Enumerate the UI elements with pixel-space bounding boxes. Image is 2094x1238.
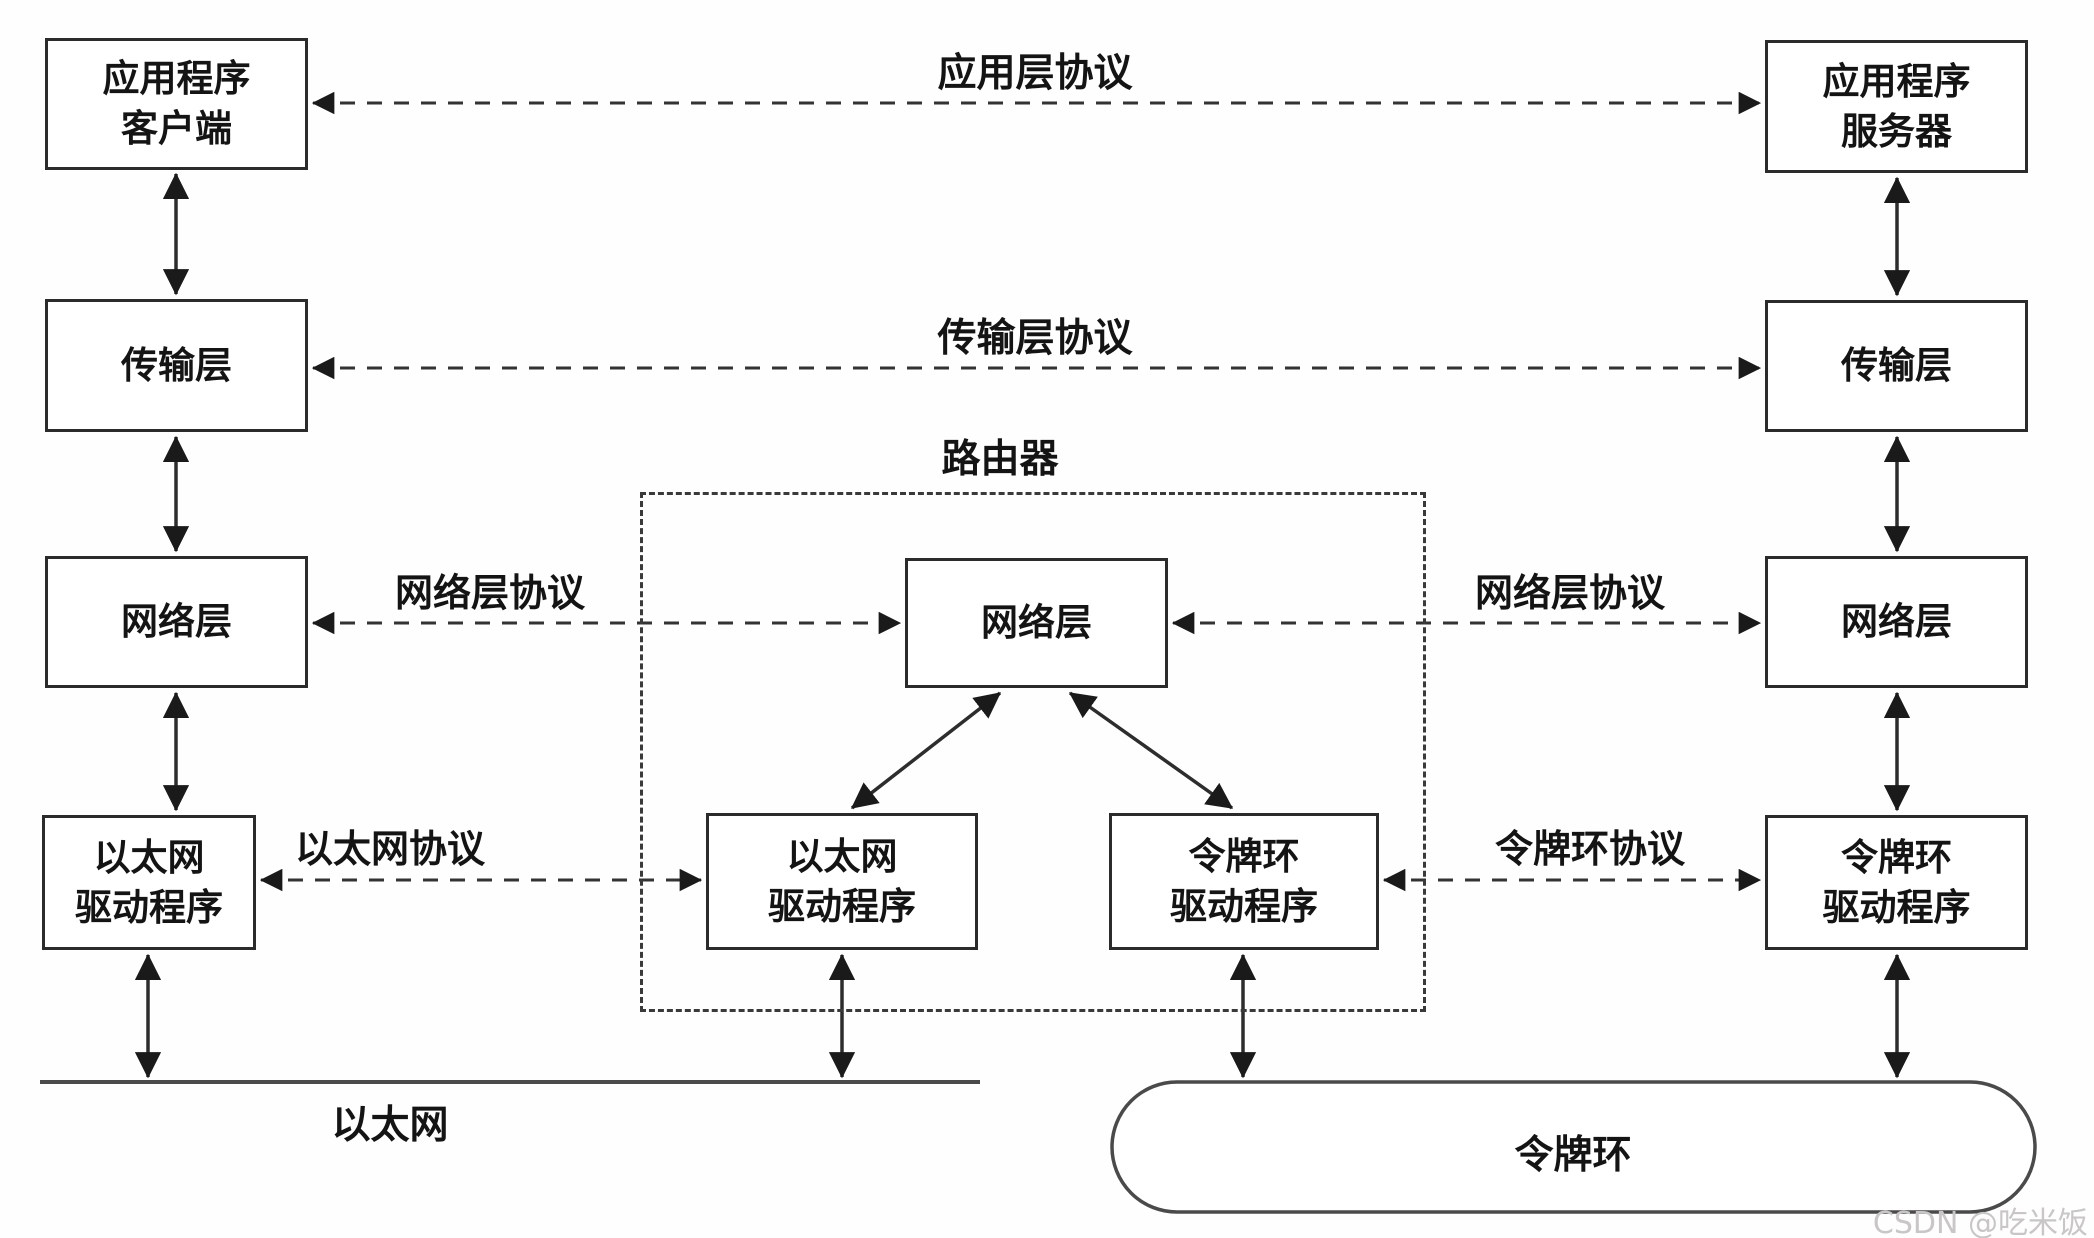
box-network-left: 网络层 [45,556,308,688]
label-tokenring-protocol: 令牌环协议 [1494,827,1686,871]
label-ethernet-network: 以太网 [331,1103,449,1148]
arrow-m3-m4b [1068,691,1234,810]
box-tokenring-driver-right: 令牌环 驱动程序 [1765,815,2028,950]
label-ethernet-protocol: 以太网协议 [294,827,486,871]
box-app-client: 应用程序 客户端 [45,38,308,170]
box-tokenring-driver-router: 令牌环 驱动程序 [1109,813,1379,950]
box-app-server: 应用程序 服务器 [1765,40,2028,173]
token-ring-capsule [1110,1080,2037,1214]
box-network-right: 网络层 [1765,556,2028,688]
box-transport-right: 传输层 [1765,300,2028,432]
box-ethernet-driver-router: 以太网 驱动程序 [706,813,978,950]
label-network-protocol-right: 网络层协议 [1474,571,1666,615]
label-app-protocol: 应用层协议 [937,51,1133,96]
box-transport-left: 传输层 [45,299,308,432]
router-dashed-region [640,492,1426,1012]
label-network-protocol-left: 网络层协议 [394,571,586,615]
box-network-router: 网络层 [905,558,1168,688]
csdn-watermark: CSDN @吃米饭 [1872,1206,2088,1238]
label-token-ring-network: 令牌环 [1514,1133,1632,1178]
box-ethernet-driver-left: 以太网 驱动程序 [42,815,256,950]
arrow-m3-m4a [850,691,1002,810]
label-router: 路由器 [941,437,1059,482]
label-transport-protocol: 传输层协议 [937,316,1133,361]
